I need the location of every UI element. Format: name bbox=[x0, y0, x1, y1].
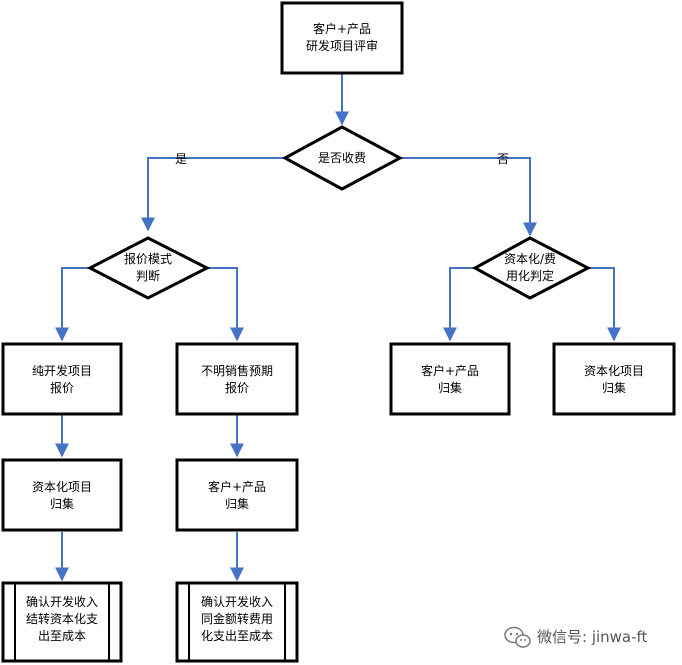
node-mid-end-line-3: 化支出至成本 bbox=[201, 629, 273, 643]
node-unclear-sales-quote-line-1: 不明销售预期 bbox=[201, 363, 273, 378]
node-right-capitalization: 资本化项目 归集 bbox=[552, 342, 676, 416]
decision-quote-mode-line-1: 报价模式 bbox=[124, 251, 172, 266]
node-pure-dev-quote-line-1: 纯开发项目 bbox=[32, 363, 92, 378]
node-project-review-line-2: 研发项目评审 bbox=[306, 38, 378, 53]
node-mid-collection-line-1: 客户+产品 bbox=[208, 479, 266, 494]
decision-quote-mode: 报价模式 判断 bbox=[86, 236, 211, 300]
decision-capitalization: 资本化/费 用化判定 bbox=[471, 236, 592, 300]
node-right-collection-line-1: 客户+产品 bbox=[421, 363, 479, 378]
node-right-capitalization-line-2: 归集 bbox=[602, 380, 626, 395]
connector-cap-left bbox=[443, 267, 475, 342]
edge-label-no: 否 bbox=[497, 152, 509, 166]
connector-charge-yes bbox=[141, 157, 285, 232]
node-left-capitalization-line-2: 归集 bbox=[50, 496, 74, 511]
node-left-capitalization-line-1: 资本化项目 bbox=[32, 480, 92, 494]
node-right-collection-line-2: 归集 bbox=[438, 380, 462, 395]
connectors bbox=[55, 74, 621, 582]
decision-quote-mode-line-2: 判断 bbox=[136, 268, 160, 283]
watermark: 微信号: jinwa-ft bbox=[504, 626, 648, 648]
decision-capitalization-line-1: 资本化/费 bbox=[504, 252, 556, 266]
node-left-end: 确认开发收入 结转资本化支 出至成本 bbox=[1, 581, 123, 663]
node-left-end-line-1: 确认开发收入 bbox=[26, 594, 98, 609]
watermark-text: 微信号: jinwa-ft bbox=[537, 628, 648, 646]
node-mid-collection: 客户+产品 归集 bbox=[175, 458, 299, 532]
node-mid-end-line-2: 同金额转费用 bbox=[201, 611, 273, 626]
node-right-capitalization-line-1: 资本化项目 bbox=[584, 364, 644, 378]
node-pure-dev-quote-line-2: 报价 bbox=[50, 380, 74, 395]
node-project-review: 客户+产品 研发项目评审 bbox=[280, 1, 404, 75]
connector-quote-left bbox=[55, 267, 90, 342]
node-left-capitalization: 资本化项目 归集 bbox=[1, 458, 123, 532]
node-mid-collection-line-2: 归集 bbox=[225, 496, 249, 511]
node-pure-dev-quote: 纯开发项目 报价 bbox=[1, 342, 123, 416]
decision-capitalization-line-2: 用化判定 bbox=[506, 268, 554, 283]
decision-charge-label: 是否收费 bbox=[318, 151, 366, 165]
node-mid-end-line-1: 确认开发收入 bbox=[201, 594, 273, 609]
decision-charge: 是否收费 bbox=[281, 125, 404, 191]
edge-label-yes: 是 bbox=[175, 152, 187, 166]
node-project-review-line-1: 客户+产品 bbox=[313, 21, 371, 36]
node-mid-end: 确认开发收入 同金额转费用 化支出至成本 bbox=[175, 581, 299, 663]
wechat-icon bbox=[504, 626, 531, 648]
connector-quote-right bbox=[207, 267, 244, 342]
connector-charge-no bbox=[400, 157, 537, 237]
node-unclear-sales-quote-line-2: 报价 bbox=[225, 380, 249, 395]
node-left-end-line-3: 出至成本 bbox=[38, 629, 86, 643]
node-right-collection: 客户+产品 归集 bbox=[389, 342, 511, 416]
node-left-end-line-2: 结转资本化支 bbox=[26, 611, 98, 626]
node-unclear-sales-quote: 不明销售预期 报价 bbox=[175, 342, 299, 416]
connector-cap-right bbox=[588, 267, 621, 342]
